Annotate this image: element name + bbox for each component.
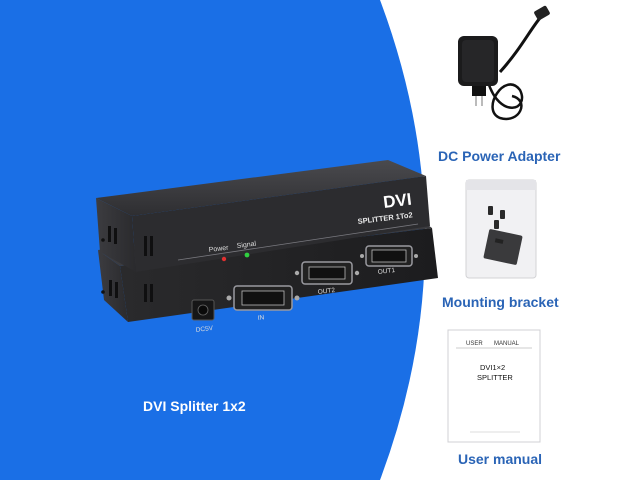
signal-led: [244, 252, 250, 258]
port-out1-label: OUT1: [377, 267, 395, 276]
power-indicator-label: Power: [208, 245, 229, 254]
power-led: [221, 256, 227, 262]
splitter-upper-unit: [96, 160, 430, 272]
signal-indicator-label: Signal: [236, 241, 257, 250]
manual-title-line1: DVI1×2: [480, 363, 505, 372]
port-out2-label: OUT2: [317, 287, 335, 296]
manual-header-manual: MANUAL: [494, 341, 520, 347]
user-manual-image: [447, 329, 541, 443]
product-caption: DVI Splitter 1x2: [143, 398, 246, 414]
manual-title-line2: SPLITTER: [477, 373, 513, 382]
adapter-caption: DC Power Adapter: [438, 148, 561, 164]
manual-caption: User manual: [458, 451, 543, 467]
dvi-port-in: [226, 285, 300, 311]
dvi-port-out2: [294, 261, 360, 285]
power-adapter-image: [458, 5, 550, 121]
dc-port-label: DC5V: [195, 325, 214, 334]
device-brand-label: DVI: [382, 190, 412, 212]
dvi-port-out1: [360, 245, 418, 267]
mounting-bracket-image: [465, 179, 537, 279]
dc-power-jack: [191, 299, 215, 321]
manual-header-user: USER: [466, 341, 483, 347]
port-in-label: IN: [257, 314, 265, 322]
bracket-caption: Mounting bracket: [442, 294, 559, 310]
